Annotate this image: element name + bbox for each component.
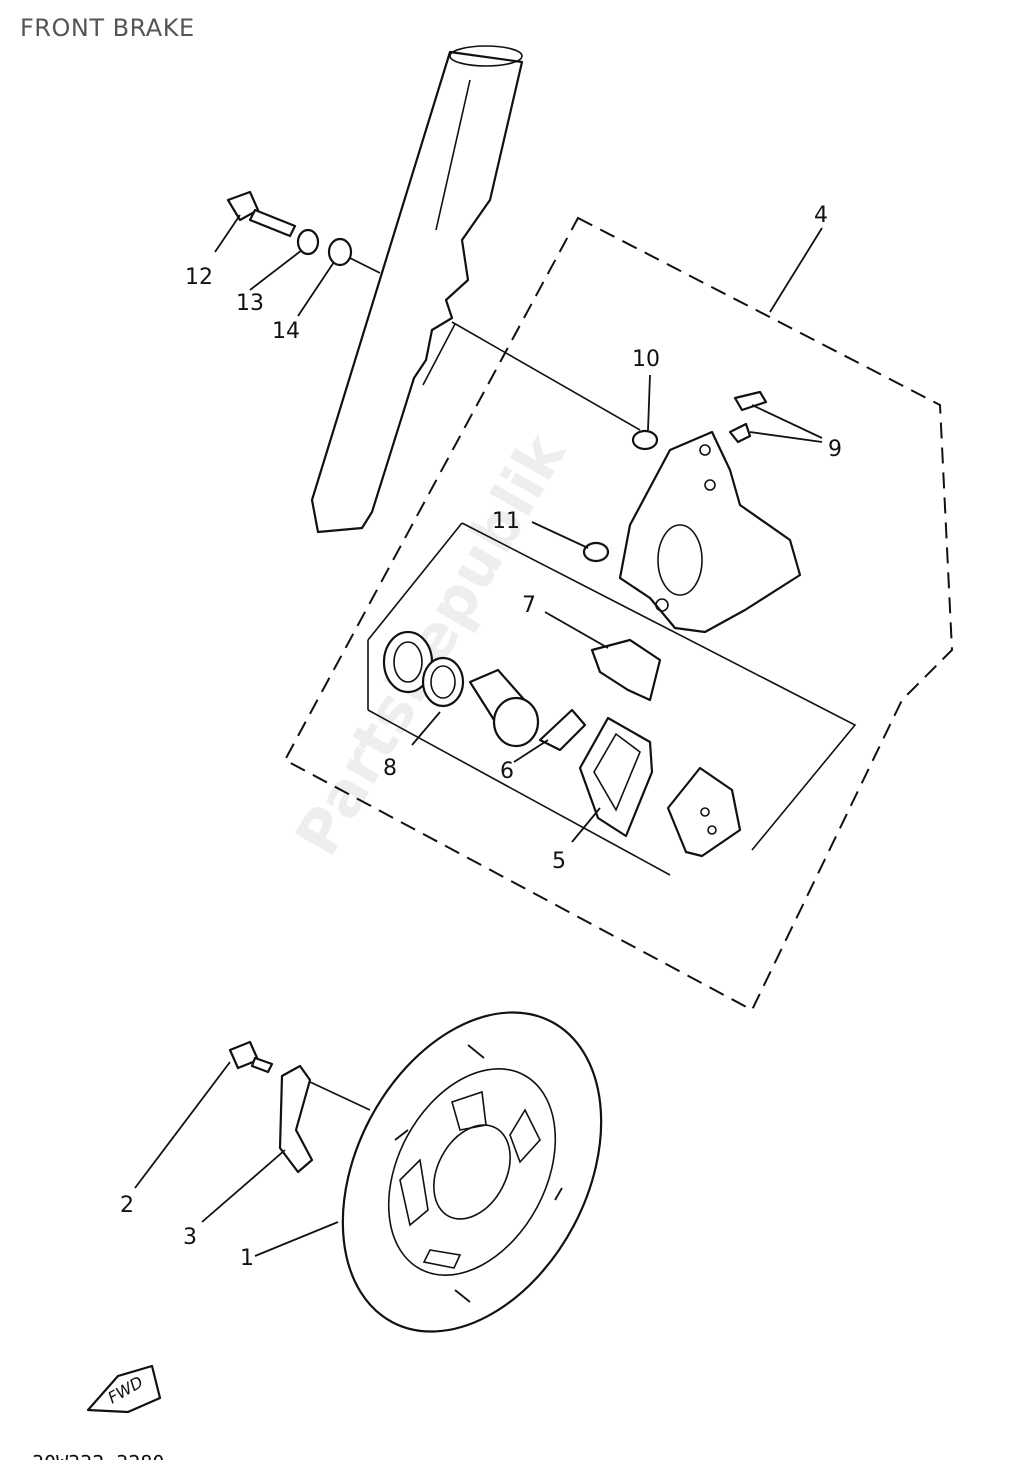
lock-plate — [278, 1064, 314, 1174]
piston-seals — [382, 630, 465, 708]
callout-8: 8 — [383, 756, 397, 781]
callout-4: 4 — [814, 203, 828, 228]
callout-13: 13 — [236, 291, 264, 316]
brake-disc — [341, 1011, 603, 1333]
washer-13 — [296, 228, 320, 256]
bushing-11 — [582, 541, 610, 563]
fork-tube — [310, 45, 524, 534]
callout-3: 3 — [183, 1225, 197, 1250]
callout-7: 7 — [522, 593, 536, 618]
caliper-body — [618, 430, 802, 634]
callout-2: 2 — [120, 1193, 134, 1218]
page-title: FRONT BRAKE — [20, 14, 195, 42]
callout-1: 1 — [240, 1246, 254, 1271]
bolt-2 — [228, 1040, 274, 1074]
pad-shim — [538, 708, 587, 752]
brake-pads — [578, 716, 742, 858]
pad-spring — [590, 638, 662, 702]
bleed-screws — [728, 390, 768, 444]
caliper-assembly-outline — [283, 216, 954, 1012]
callout-5: 5 — [552, 849, 566, 874]
callout-12: 12 — [185, 265, 213, 290]
bushing-10 — [631, 429, 659, 451]
washer-14 — [327, 237, 353, 267]
callout-6: 6 — [500, 759, 514, 784]
fwd-arrow: FWD — [86, 1364, 162, 1414]
callout-9: 9 — [828, 437, 842, 462]
callout-11: 11 — [492, 509, 520, 534]
callout-14: 14 — [272, 319, 300, 344]
leader-lines — [134, 214, 823, 1257]
bolt-12 — [226, 190, 297, 238]
diagram-code: 30W332-3280 — [32, 1451, 164, 1460]
callout-10: 10 — [632, 347, 660, 372]
callout-labels: 1 2 3 4 5 6 7 8 9 10 11 12 13 14 — [120, 203, 842, 1271]
piston — [468, 668, 540, 748]
